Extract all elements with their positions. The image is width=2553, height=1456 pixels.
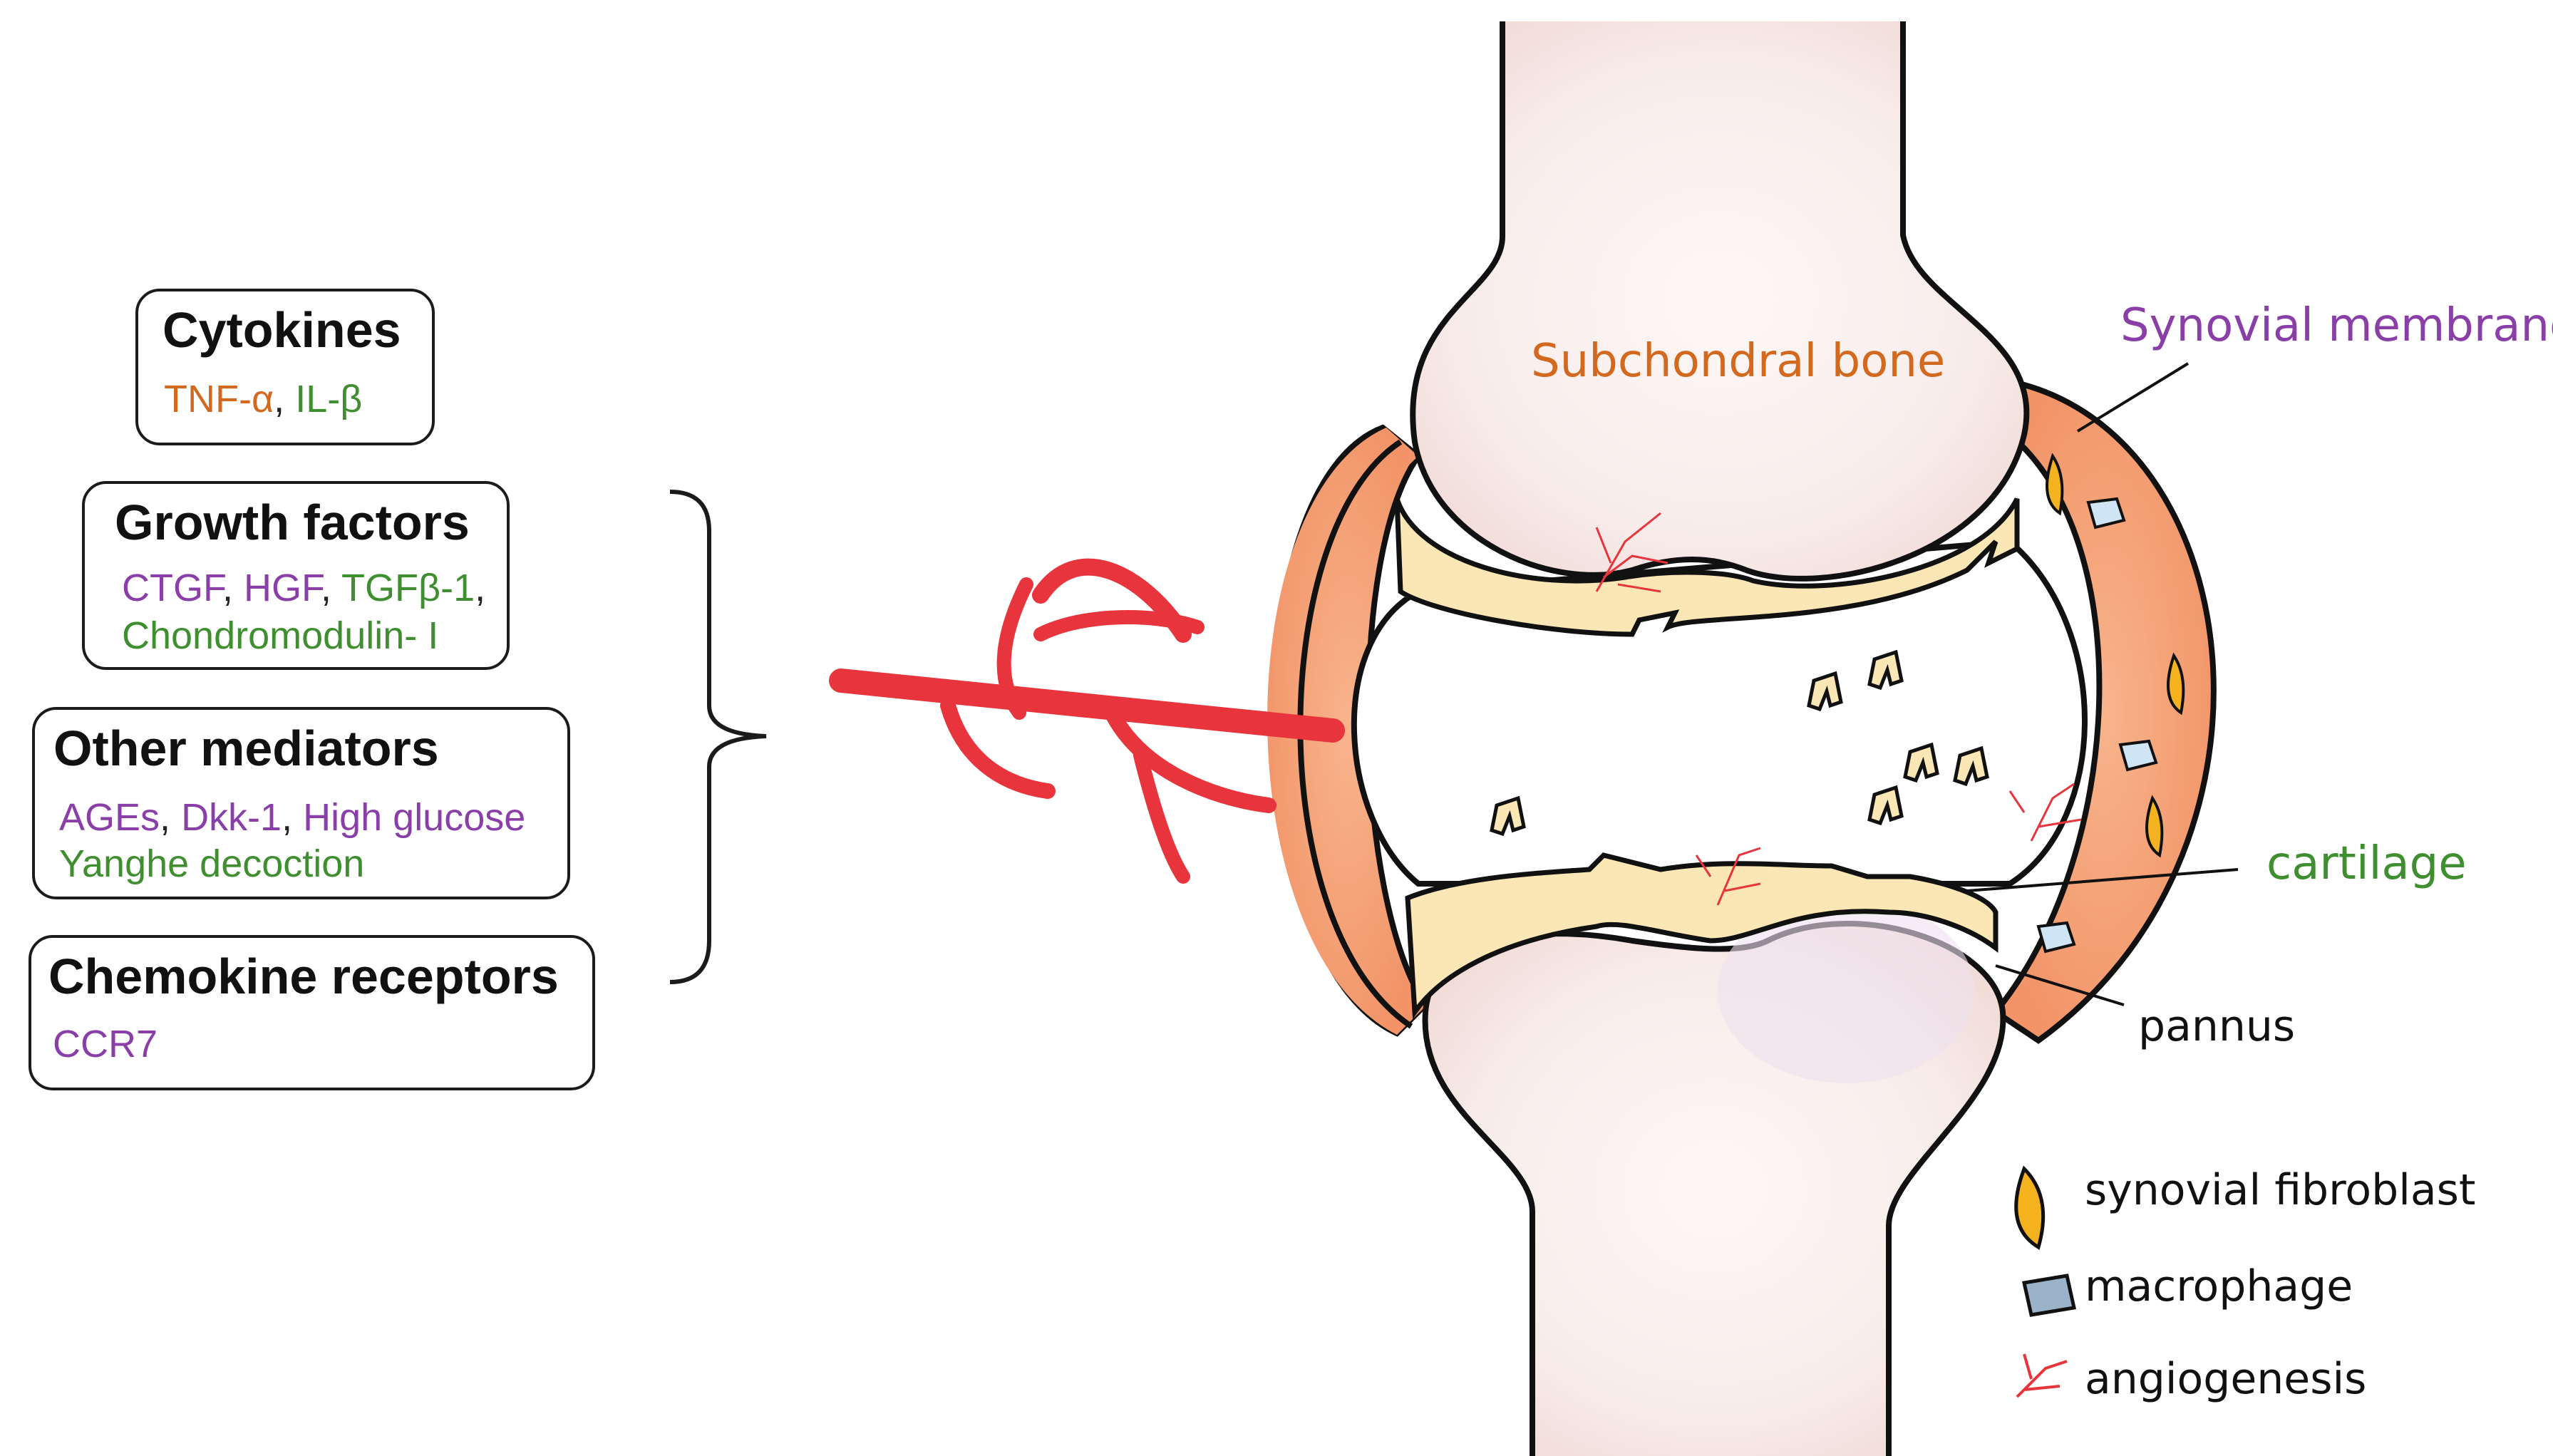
upper-cartilage [1394,497,2020,637]
angiogenesis-icon [2016,1353,2068,1398]
om-dkk: Dkk-1 [181,796,282,839]
gf-ctgf: CTGF [122,567,222,609]
growth-factors-title: Growth factors [115,495,470,550]
om-yanghe: Yanghe decoction [59,842,365,885]
label-pannus: pannus [2138,1001,2296,1051]
legend-label-synovial-fibroblast: synovial fibroblast [2085,1165,2476,1215]
bracket [669,490,767,984]
upper-bone [1410,21,2030,582]
macrophage-icon [2021,1274,2077,1317]
legend-label-angiogenesis: angiogenesis [2085,1354,2367,1404]
other-mediators-title: Other mediators [53,721,439,776]
legend-label-macrophage: macrophage [2085,1261,2353,1311]
blood-vessel [829,558,1345,884]
cr-ccr7: CCR7 [53,1023,158,1065]
synovial-fibroblast-icon [2014,1165,2046,1250]
label-cartilage: cartilage [2266,837,2467,890]
cytokine-tnf: TNF-α [164,378,274,420]
om-ages: AGEs [59,796,160,839]
growth-factors-box: Growth factors CTGF, HGF, TGFβ-1, Chondr… [82,481,510,670]
chemokine-receptors-title: Chemokine receptors [48,949,559,1004]
gf-hgf: HGF [244,567,321,609]
cytokines-title: Cytokines [163,302,401,358]
lower-cartilage [1405,852,1998,1020]
cytokine-il: IL-β [295,378,363,420]
bone-fragments [1490,649,1989,837]
cytokines-box: Cytokines TNF-α, IL-β [135,289,435,445]
gf-tgf: TGFβ-1 [341,567,475,609]
chemokine-receptors-box: Chemokine receptors CCR7 [29,935,595,1090]
label-subchondral-bone: Subchondral bone [1531,335,1946,388]
om-glucose: High glucose [303,796,526,839]
label-synovial-membrane: Synovial membrane [2120,299,2553,352]
gf-chondromodulin: Chondromodulin- I [122,614,439,657]
other-mediators-box: Other mediators AGEs, Dkk-1, High glucos… [32,707,570,899]
